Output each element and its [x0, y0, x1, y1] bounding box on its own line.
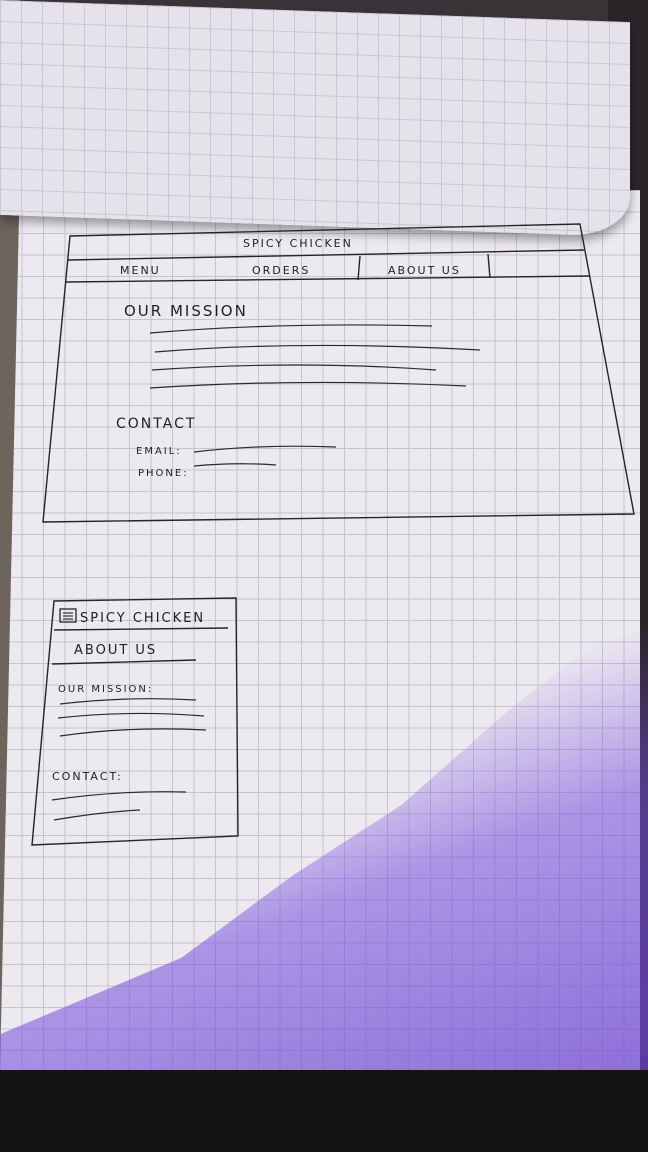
mobile-contact-heading: CONTACT:	[52, 770, 123, 783]
mobile-header-divider	[53, 627, 229, 631]
mobile-mission-line	[59, 698, 197, 705]
nav-item-orders[interactable]: ORDERS	[252, 264, 310, 277]
nav-item-about-us[interactable]: ABOUT US	[388, 264, 461, 277]
mobile-site-title: SPICY CHICKEN	[80, 611, 205, 626]
nav-item-menu[interactable]: MENU	[120, 264, 161, 277]
mobile-section-divider	[51, 659, 197, 665]
mobile-contact-line	[53, 809, 141, 821]
mission-text-line	[154, 344, 481, 353]
mission-heading: OUR MISSION	[124, 302, 248, 320]
nav-divider	[65, 275, 591, 283]
mission-text-line	[151, 364, 437, 371]
mobile-frame	[31, 597, 239, 846]
desktop-frame	[42, 223, 635, 523]
email-field-line	[193, 445, 337, 453]
mission-text-line	[149, 324, 433, 334]
phone-field-line	[193, 463, 277, 467]
nav-separator	[487, 253, 491, 279]
desk-surface-bottom	[0, 1057, 648, 1152]
mobile-contact-line	[51, 791, 187, 801]
desktop-wireframe: SPICY CHICKEN MENU ORDERS ABOUT US OUR M…	[42, 223, 635, 523]
nav-separator	[357, 255, 361, 281]
contact-heading: CONTACT	[116, 416, 196, 432]
mission-text-line	[149, 381, 467, 389]
hamburger-menu-icon[interactable]	[59, 608, 77, 623]
phone-label: PHONE:	[138, 468, 189, 479]
mobile-wireframe: SPICY CHICKEN ABOUT US OUR MISSION: CONT…	[31, 597, 239, 846]
desktop-site-title: SPICY CHICKEN	[243, 237, 353, 250]
mobile-mission-line	[57, 712, 205, 719]
mobile-mission-heading: OUR MISSION:	[58, 684, 153, 695]
header-divider	[67, 249, 585, 261]
mobile-mission-line	[59, 728, 207, 737]
mobile-section-about-us[interactable]: ABOUT US	[74, 643, 157, 658]
email-label: EMAIL:	[136, 446, 182, 457]
